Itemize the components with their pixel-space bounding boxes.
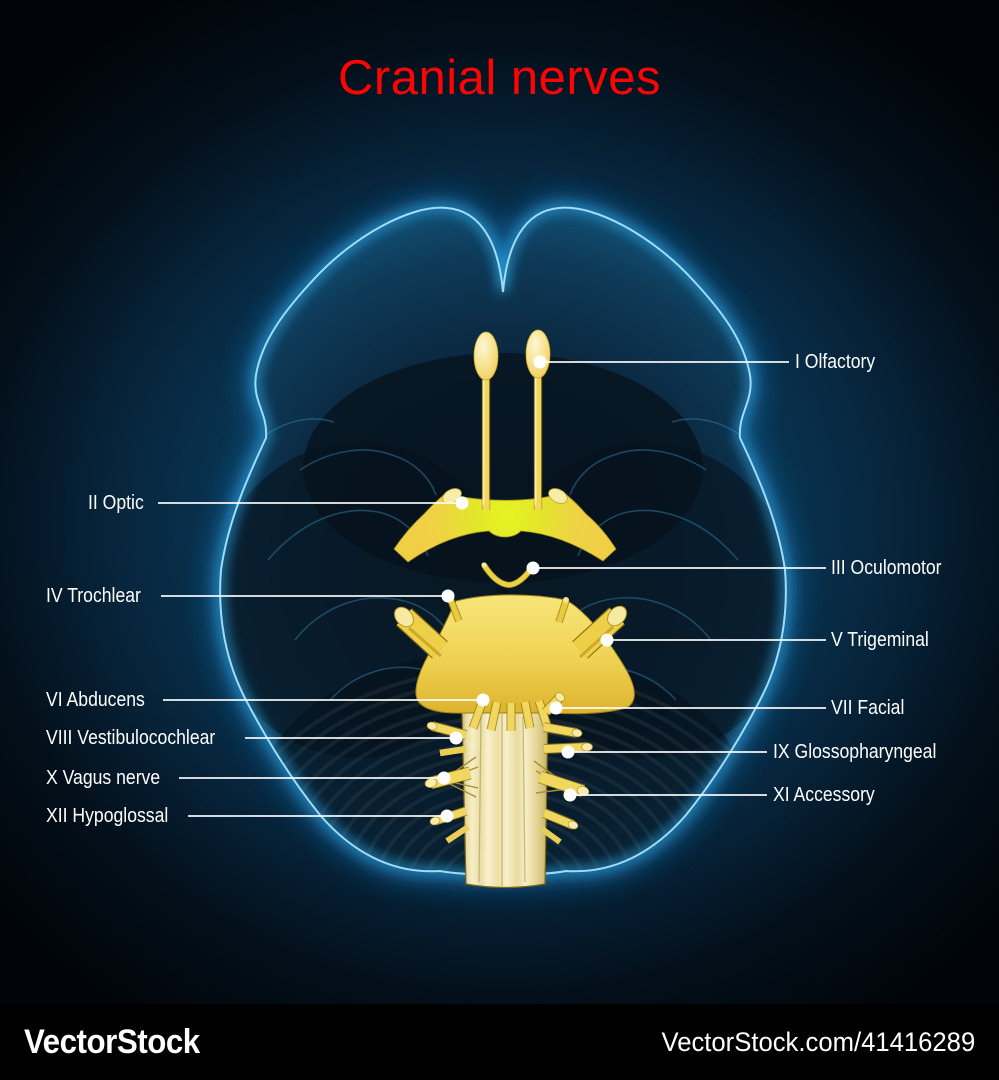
leader-dot-i-olfactory [533,355,547,369]
leader-dot-vi-abducens [476,693,490,707]
label-xi-accessory: XI Accessory [773,784,875,806]
label-viii-vestibulocochlear: VIII Vestibulocochlear [46,727,216,749]
leader-dots [437,355,614,823]
rootlet-cap [426,721,438,731]
label-i-olfactory: I Olfactory [795,351,876,373]
rootlet-cap [571,728,583,738]
rootlet-cap [567,820,579,830]
leader-dot-ii-optic [455,496,469,510]
illustration-area: Cranial nerves [0,0,999,1004]
page-title: Cranial nerves [338,51,661,105]
optic-chiasm [393,488,617,563]
label-vi-abducens: VI Abducens [46,689,145,711]
sulcus-line [299,449,437,496]
trochlear-left [447,596,462,623]
leader-dot-xii-hypoglossal [440,809,454,823]
sulcus-line [569,449,707,496]
rootlet [487,701,501,731]
rootlet-cap [429,816,441,826]
leader-lines [158,361,826,817]
trochlear-right-tip [563,597,569,603]
sulcus-line [329,666,425,701]
cord-ridge [478,715,482,883]
spinal-cord [461,711,549,889]
trochlear-right [556,600,569,623]
fan-line [447,782,477,798]
label-v-trigeminal: V Trigeminal [831,629,929,651]
brain-illustration [158,198,826,889]
label-ix-glossopharyngeal: IX Glossopharyngeal [773,741,937,763]
optic-nerve-right-cap [548,488,568,504]
vectorstock-logo: VectorStock [24,1022,200,1061]
label-iv-trochlear: IV Trochlear [46,585,141,607]
leader-dot-iv-trochlear [441,589,455,603]
rootlet [439,745,467,757]
trochlear-nerves [446,594,570,624]
label-ii-optic: II Optic [88,492,144,514]
leader-dot-xi-accessory [563,788,577,802]
leader-dot-ix-glossopharyngeal [561,745,575,759]
olfactory-bulb-left [473,331,499,381]
olfactory-bulb-right [525,329,551,379]
leader-dot-viii-vestibulocochlear [449,731,463,745]
vectorstock-credit: VectorStock.com/41416289 [661,1026,975,1057]
rootlet [543,723,578,737]
rootlet-cap [555,692,565,702]
rootlet-cap [581,742,593,752]
accessory-rootlet-right [533,760,590,798]
trigeminal-right-cap [607,605,627,627]
rootlet [521,701,534,729]
leader-dot-vii-facial [549,701,563,715]
leader-dot-v-trigeminal [600,633,614,647]
trigeminal-right-edge [578,625,615,659]
trigeminal-left-cap [394,606,414,628]
rootlet [445,824,470,844]
sulcus-line [294,597,457,649]
cord-column [461,711,549,889]
label-x-vagus: X Vagus nerve [46,767,161,789]
leader-dot-x-vagus [437,771,451,785]
oculomotor-left-tip [481,562,487,568]
abducens-rootlets [468,698,552,731]
olfactory-nerves [473,329,551,510]
label-xii-hypoglossal: XII Hypoglossal [46,805,169,827]
rootlet [535,699,551,727]
trigeminal-nerves [394,605,627,659]
rootlet [540,826,562,845]
leader-dot-iii-oculomotor [526,561,540,575]
label-iii-oculomotor: III Oculomotor [831,557,942,579]
rootlet [538,771,585,797]
trigeminal-left-edge [408,626,442,658]
watermark-bar: VectorStock VectorStock.com/41416289 [0,1004,999,1080]
label-vii-facial: VII Facial [831,697,905,719]
cord-ridge [522,715,526,883]
